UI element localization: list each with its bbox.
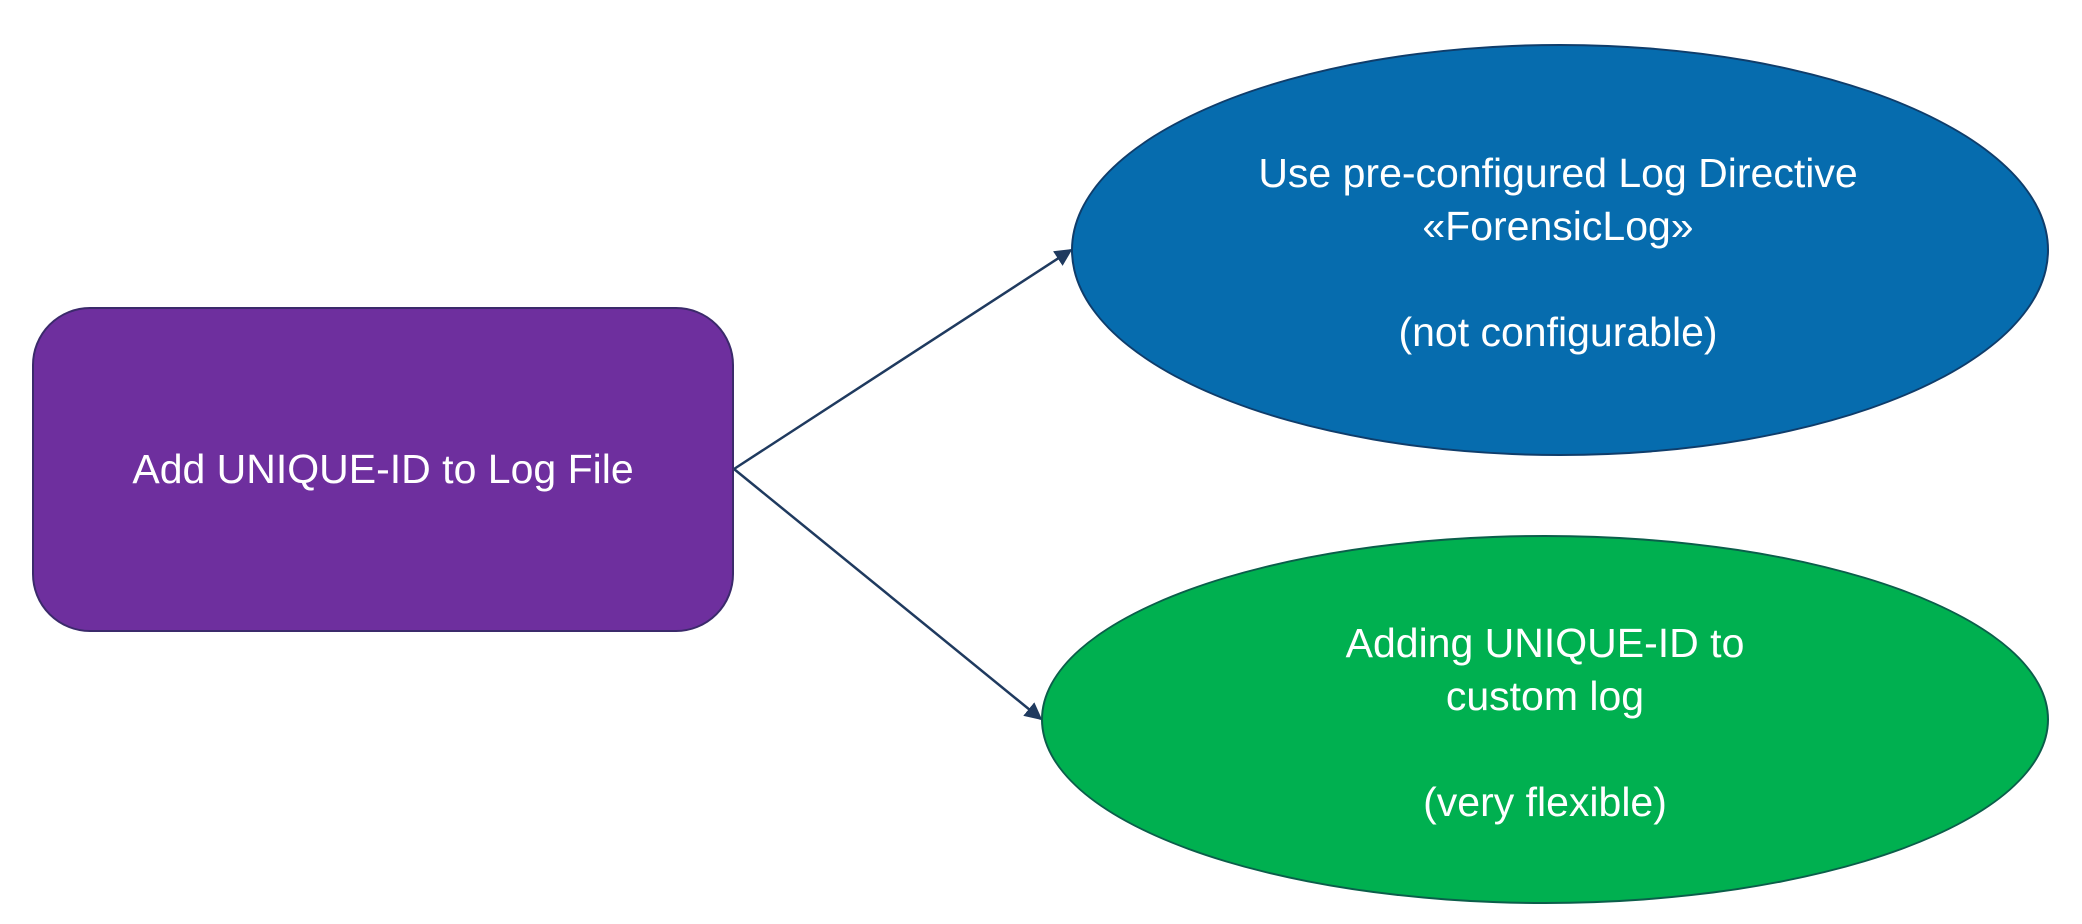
arrow-to-custom-log xyxy=(733,468,1043,721)
option-forensic-log-line1: Use pre-configured Log Directive xyxy=(1258,150,1858,196)
source-node[interactable]: Add UNIQUE-ID to Log File xyxy=(32,307,734,632)
option-custom-log-node[interactable]: Adding UNIQUE-ID to custom log (very fle… xyxy=(1041,535,2049,904)
option-forensic-log-node[interactable]: Use pre-configured Log Directive «Forens… xyxy=(1071,44,2049,456)
option-custom-log-line1: Adding UNIQUE-ID to xyxy=(1345,619,1745,666)
arrow-to-forensic-log xyxy=(733,248,1073,471)
option-forensic-log-line2: «ForensicLog» xyxy=(1422,203,1694,249)
source-node-label: Add UNIQUE-ID to Log File xyxy=(132,446,634,492)
option-forensic-log-note: (not configurable) xyxy=(1398,309,1718,355)
option-custom-log-note: (very flexible) xyxy=(1423,778,1667,825)
option-custom-log-line2: custom log xyxy=(1445,672,1645,719)
